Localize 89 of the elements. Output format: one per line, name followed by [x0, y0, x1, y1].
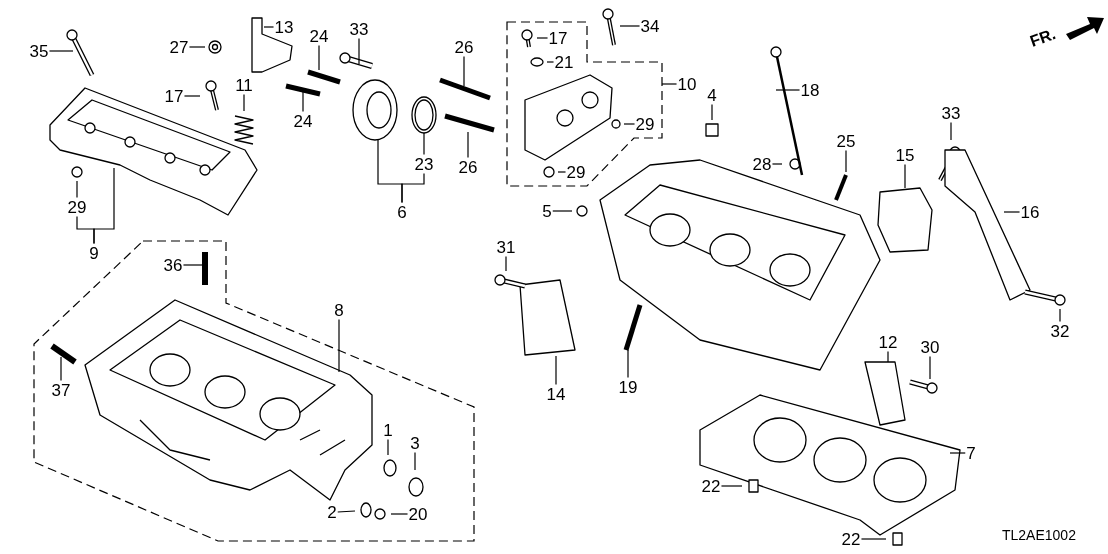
leader-line [623, 123, 636, 125]
leader-line [557, 171, 567, 173]
callout-number: 2 [327, 502, 337, 522]
leader-line [949, 452, 966, 454]
leader-line [775, 89, 801, 91]
callout-number: 23 [414, 154, 434, 174]
direction-label: FR. [1028, 26, 1058, 50]
leader-line [619, 25, 641, 27]
callout-number: 21 [554, 52, 574, 72]
callout-number: 28 [752, 154, 772, 174]
leader-line [243, 93, 245, 112]
leader-line [1003, 211, 1021, 213]
leader-line [720, 485, 743, 487]
callout-number: 27 [169, 37, 189, 57]
callout-number: 17 [548, 28, 568, 48]
leader-line [555, 355, 557, 386]
leader-line [60, 356, 62, 382]
leader-line [463, 55, 465, 87]
callout-number: 34 [640, 16, 660, 36]
callout-number: 30 [920, 337, 940, 357]
leader-line [627, 349, 629, 379]
leader-line [188, 46, 206, 48]
callout-number: 22 [701, 476, 721, 496]
leader-line [390, 513, 409, 515]
callout-number: 35 [29, 41, 49, 61]
leader-line [467, 131, 469, 159]
callout-number: 12 [878, 332, 898, 352]
callout-number: 18 [800, 80, 820, 100]
callout-number: 33 [941, 103, 961, 123]
leader-line [661, 83, 678, 85]
leader-line [546, 61, 555, 63]
leader-line [93, 167, 115, 245]
leader-line [711, 103, 713, 121]
leader-line [423, 132, 425, 156]
callout-number: 19 [618, 377, 638, 397]
leader-line [401, 172, 425, 204]
callout-number: 9 [89, 243, 99, 263]
callout-number: 6 [397, 202, 407, 222]
callout-number: 24 [293, 111, 313, 131]
callout-number: 31 [496, 237, 516, 257]
callout-number: 10 [677, 74, 697, 94]
callout-number: 4 [707, 85, 717, 105]
callout-number: 17 [164, 86, 184, 106]
callout-number: 3 [410, 433, 420, 453]
callout-number: 14 [546, 384, 566, 404]
callout-number: 37 [51, 380, 71, 400]
drawing-code: TL2AE1002 [1002, 528, 1076, 542]
callout-number: 16 [1020, 202, 1040, 222]
callout-number: 11 [235, 75, 253, 95]
leader-line [536, 37, 549, 39]
leader-line [845, 149, 847, 173]
leader-line [182, 264, 203, 266]
leader-line [887, 350, 889, 363]
callout-number: 29 [67, 197, 87, 217]
leader-line [358, 37, 360, 65]
leader-line [337, 510, 356, 513]
callout-number: 29 [566, 162, 586, 182]
leader-line [318, 44, 320, 71]
callout-number: 29 [635, 114, 655, 134]
callout-number: 25 [836, 131, 856, 151]
leader-line [183, 95, 201, 97]
leader-line [904, 163, 906, 189]
leader-line [48, 50, 74, 52]
leader-line [950, 121, 952, 141]
callout-number: 20 [408, 504, 428, 524]
callout-number: 7 [966, 443, 976, 463]
callout-number: 24 [309, 26, 329, 46]
callout-number: 8 [334, 300, 344, 320]
callout-number: 13 [274, 17, 294, 37]
callout-number: 26 [454, 37, 474, 57]
leader-line [1059, 308, 1061, 323]
callout-number: 22 [841, 529, 861, 549]
leader-line [929, 355, 931, 380]
callout-number: 32 [1050, 321, 1070, 341]
leader-line [860, 538, 887, 540]
leader-line [414, 451, 416, 471]
leader-line [505, 255, 507, 272]
leader-line [552, 210, 573, 212]
callout-number: 5 [542, 201, 552, 221]
leader-line [387, 438, 389, 456]
leader-line [76, 180, 78, 199]
callout-number: 1 [383, 420, 393, 440]
callout-number: 26 [458, 157, 478, 177]
leader-line [338, 318, 340, 373]
callout-number: 33 [349, 19, 369, 39]
leader-line [771, 163, 783, 165]
callout-number: 15 [895, 145, 915, 165]
callout-number: 36 [163, 255, 183, 275]
leader-line [263, 26, 275, 28]
